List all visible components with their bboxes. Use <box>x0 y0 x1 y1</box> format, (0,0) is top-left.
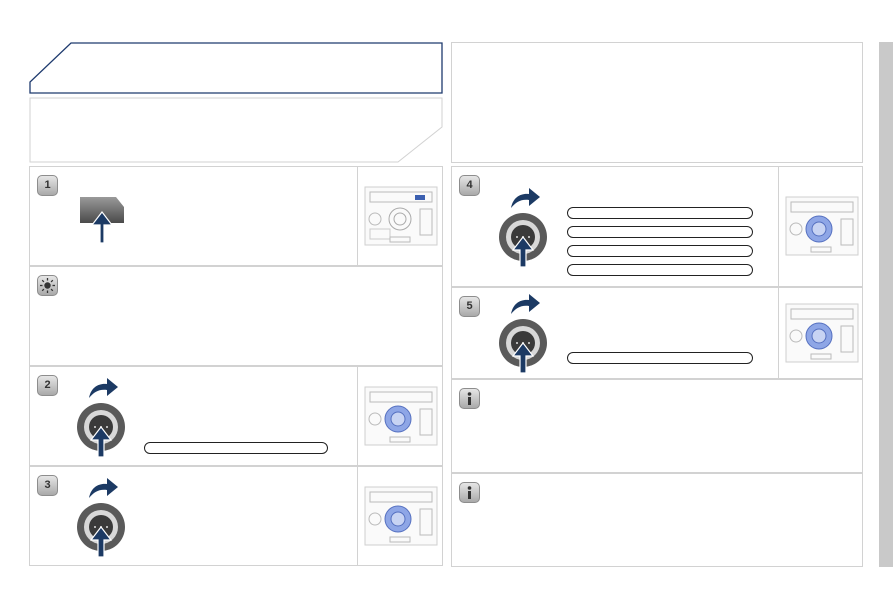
step-4-panel: 4 <box>451 166 863 287</box>
console-thumbnail <box>357 367 444 465</box>
info-icon <box>467 392 472 405</box>
rotate-arrow-icon <box>511 294 540 314</box>
title-header-frame <box>29 42 443 94</box>
sun-lightbulb-icon <box>40 278 55 293</box>
step-5-badge: 5 <box>459 296 480 317</box>
dial-knob-icon <box>77 403 125 458</box>
info-panel-1 <box>451 379 863 473</box>
rotate-arrow-icon <box>89 378 118 398</box>
option-bar <box>567 352 753 364</box>
intro-text-box <box>451 42 863 163</box>
step-2-panel: 2 <box>29 366 443 466</box>
rotate-arrow-icon <box>511 188 540 208</box>
info-icon <box>467 486 472 499</box>
console-thumbnail <box>357 467 444 565</box>
step-1-panel: 1 <box>29 166 443 266</box>
console-panel-icon <box>364 186 438 246</box>
dial-knob-icon <box>499 319 547 374</box>
console-panel-icon <box>785 303 859 363</box>
tip-panel <box>29 266 443 366</box>
rotate-arrow-icon <box>89 478 118 498</box>
step-2-badge: 2 <box>37 375 58 396</box>
tip-badge <box>37 275 58 296</box>
step-3-badge: 3 <box>37 475 58 496</box>
subtitle-frame <box>29 97 443 163</box>
step-1-badge: 1 <box>37 175 58 196</box>
console-thumbnail <box>778 288 864 378</box>
console-thumbnail <box>778 167 864 286</box>
option-bar <box>567 226 753 238</box>
option-bar <box>567 207 753 219</box>
option-bar <box>144 442 328 454</box>
step-3-panel: 3 <box>29 466 443 566</box>
dial-knob-icon <box>499 213 547 268</box>
step-4-badge: 4 <box>459 175 480 196</box>
info-badge <box>459 482 480 503</box>
console-panel-icon <box>364 386 438 446</box>
info-panel-2 <box>451 473 863 567</box>
side-tab <box>879 42 893 567</box>
info-badge <box>459 388 480 409</box>
option-bar <box>567 245 753 257</box>
console-thumbnail <box>357 167 444 265</box>
console-panel-icon <box>364 486 438 546</box>
step-5-panel: 5 <box>451 287 863 379</box>
button-press-icon <box>80 197 124 244</box>
console-panel-icon <box>785 196 859 256</box>
dial-knob-icon <box>77 503 125 558</box>
option-bar <box>567 264 753 276</box>
